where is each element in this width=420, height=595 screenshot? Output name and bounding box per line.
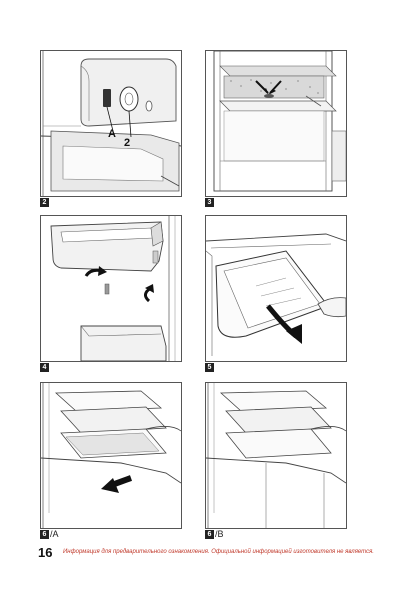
figure-6b-panel xyxy=(205,382,347,529)
figure-2-panel xyxy=(40,50,182,197)
figure-5-illustration xyxy=(206,233,346,356)
figure-6b-illustration xyxy=(206,383,346,528)
figure-5-panel xyxy=(205,215,347,362)
figure-4-label: 4 xyxy=(40,363,50,372)
figure-5-label: 5 xyxy=(205,363,215,372)
figure-6a-panel xyxy=(40,382,182,529)
page-number: 16 xyxy=(38,545,53,560)
callout-2: 2 xyxy=(124,137,131,149)
figure-suffix: /B xyxy=(215,529,224,539)
figure-3-illustration xyxy=(213,51,346,192)
figure-4-panel xyxy=(40,215,182,362)
figure-6a-label: 6 /A xyxy=(40,530,59,539)
figure-number-box: 4 xyxy=(40,363,49,372)
figure-number-box: 3 xyxy=(205,198,214,207)
callout-a: A xyxy=(108,128,116,140)
disclaimer-text: Информация для предварительного ознакомл… xyxy=(63,549,374,555)
figure-2-illustration xyxy=(41,51,181,196)
figure-6a-illustration xyxy=(41,383,181,528)
figure-number-box: 2 xyxy=(40,198,49,207)
figure-6b-label: 6 /B xyxy=(205,530,224,539)
figure-number-box: 5 xyxy=(205,363,214,372)
figure-number-box: 6 xyxy=(205,530,214,539)
figure-3-label: 3 xyxy=(205,198,215,207)
figure-3-panel xyxy=(205,50,347,197)
figure-4-illustration xyxy=(50,216,176,361)
figure-suffix: /A xyxy=(50,529,59,539)
figure-2-label: 2 xyxy=(40,198,50,207)
figure-number-box: 6 xyxy=(40,530,49,539)
